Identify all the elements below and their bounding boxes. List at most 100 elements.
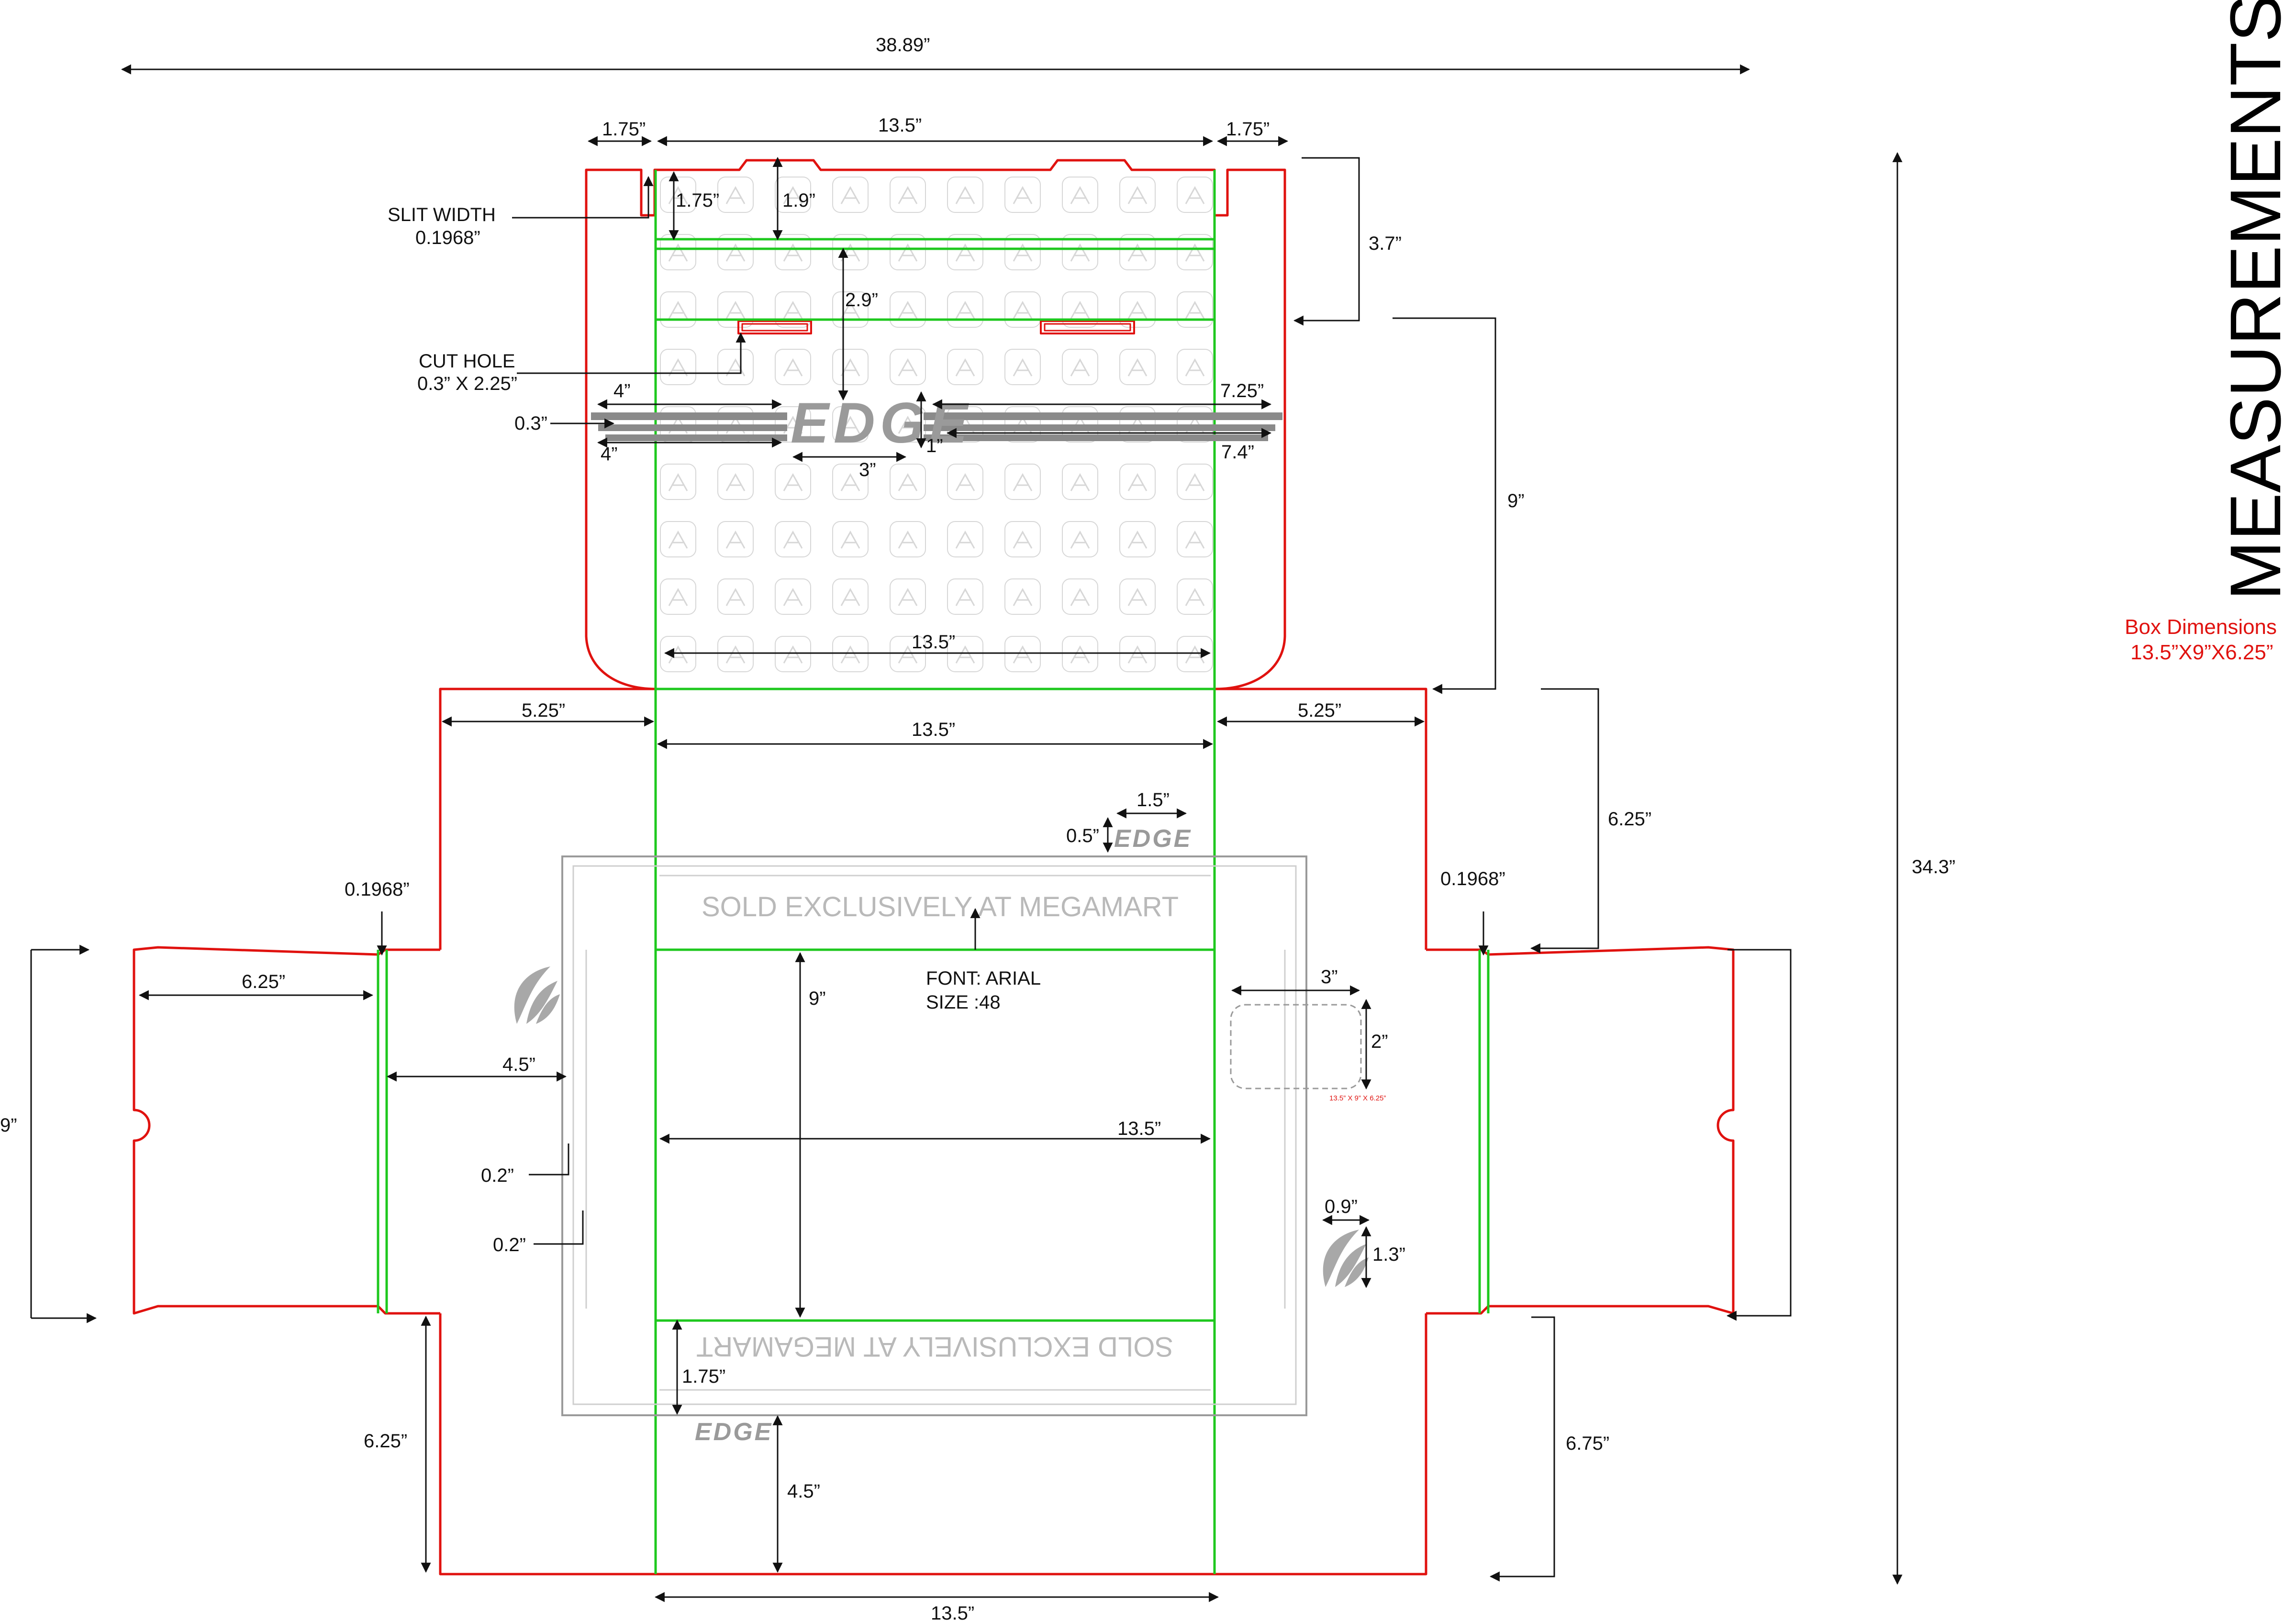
dim-logo-height: 1”	[926, 435, 943, 456]
pattern-icon	[1120, 751, 1155, 787]
dim-base-height: 9”	[809, 988, 826, 1009]
dim-front-height-left: 6.25”	[364, 1431, 407, 1452]
pattern-icon	[889, 348, 926, 386]
pattern-icon	[774, 521, 812, 558]
pattern-icon	[890, 751, 925, 787]
label-placeholder	[1230, 1004, 1362, 1089]
dimension-lines	[121, 64, 1903, 1602]
pattern-icon	[889, 578, 926, 615]
dim-label-height: 2”	[1371, 1031, 1388, 1052]
pattern-icon	[1004, 463, 1041, 500]
bottom-banner-text: SOLD EXCLUSIVELY AT MEGAMART	[696, 1331, 1173, 1362]
pattern-icon	[947, 291, 984, 328]
dim-label-width: 3”	[1321, 966, 1338, 988]
pattern-icon	[774, 578, 812, 615]
pattern-icon	[1119, 463, 1156, 500]
pattern-icon	[832, 578, 869, 615]
left-end-flap	[133, 946, 440, 1315]
pattern-icon	[1004, 176, 1041, 213]
leaf-icon-right	[1323, 1230, 1369, 1287]
pattern-icon	[832, 521, 869, 558]
dim-top-center: 13.5”	[878, 115, 922, 136]
dim-front-small: 1.75”	[682, 1366, 725, 1387]
pattern-icon	[1061, 521, 1099, 558]
label-caption: 13.5” X 9” X 6.25”	[1329, 1094, 1386, 1102]
dim-icon-height: 1.3”	[1372, 1244, 1405, 1265]
dim-small-logo-width: 1.5”	[1137, 789, 1170, 810]
lid-brand-logo: EDGE	[791, 391, 972, 455]
dim-front-lower: 4.5”	[787, 1481, 820, 1502]
pattern-icon	[774, 635, 812, 673]
right-end-flap	[1426, 946, 1735, 1315]
dim-left-stripe-bottom: 4”	[601, 444, 618, 465]
pattern-icon	[1004, 348, 1041, 386]
pattern-icon	[1176, 578, 1214, 615]
pattern-icon	[660, 694, 696, 729]
pattern-icon	[1062, 751, 1098, 787]
dim-gap-a: 0.2”	[481, 1165, 514, 1186]
pattern-icon	[718, 751, 753, 787]
dim-overall-height: 34.3”	[1912, 856, 1955, 877]
dim-bottom-width: 13.5”	[931, 1603, 974, 1621]
dim-tuck-depth: 1.75”	[676, 190, 719, 211]
pattern-icon	[717, 578, 754, 615]
dim-left-end-flap: 6.25”	[242, 971, 285, 992]
dim-front-height-right: 6.75”	[1566, 1433, 1609, 1454]
pattern-icon	[947, 578, 984, 615]
dim-overall-width: 38.89”	[876, 34, 930, 56]
pattern-icon	[889, 176, 926, 213]
fold-lines	[377, 170, 1490, 1574]
dim-lid-to-slot: 2.9”	[845, 289, 878, 311]
slit-width-title: SLIT WIDTH	[388, 204, 496, 225]
dim-right-stripe-top: 7.25”	[1220, 380, 1264, 401]
pattern-icon	[1004, 521, 1041, 558]
pattern-icon	[1061, 348, 1099, 386]
lid-outline	[585, 159, 1286, 690]
slit-width-value: 0.1968”	[415, 227, 480, 248]
dimension-labels: 38.89” 1.75” 13.5” 1.75” 1.75” 1.9” 3.7”…	[0, 34, 1955, 1621]
leader-lines	[30, 157, 1792, 1582]
dim-lid-flap: 3.7”	[1369, 233, 1402, 254]
dim-back-height: 6.25”	[1608, 809, 1651, 830]
pattern-icon	[947, 176, 984, 213]
pattern-icon	[1119, 176, 1156, 213]
pattern-icon	[889, 291, 926, 328]
pattern-icon	[1004, 291, 1041, 328]
dim-logo-width: 3”	[859, 459, 876, 480]
pattern-icon	[947, 463, 984, 500]
dim-inner-flap: 4.5”	[502, 1054, 535, 1075]
cut-hole-value: 0.3” X 2.25”	[417, 373, 517, 394]
pattern-icon	[1176, 521, 1214, 558]
pattern-icon	[947, 521, 984, 558]
pattern-icon	[1005, 751, 1040, 787]
front-panel-outline	[439, 1313, 1427, 1576]
dim-icon-width: 0.9”	[1325, 1196, 1358, 1217]
pattern-icon	[1004, 578, 1041, 615]
dim-left-stripe-top: 4”	[613, 380, 631, 401]
pattern-icon	[717, 176, 754, 213]
back-and-side-flaps	[439, 688, 1427, 950]
leaf-icon-left	[514, 966, 560, 1024]
pattern-icon	[1177, 694, 1213, 729]
pattern-icon	[1176, 348, 1214, 386]
pattern-icon	[1177, 751, 1213, 787]
pattern-icon	[660, 751, 696, 787]
pattern-icon	[1061, 635, 1099, 673]
pattern-icon	[1176, 635, 1214, 673]
box-dimensions-value: 13.5”X9”X6.25”	[2130, 641, 2273, 664]
pattern-icon	[659, 291, 697, 328]
dim-left-slit: 0.1968”	[345, 879, 410, 900]
pattern-icon	[832, 635, 869, 673]
pattern-icon	[1176, 176, 1214, 213]
pattern-icon	[1119, 635, 1156, 673]
dim-tuck-depth2: 1.9”	[782, 190, 815, 211]
pattern-icon	[889, 521, 926, 558]
dim-left-side-height: 9”	[0, 1115, 17, 1136]
pattern-icon	[1061, 578, 1099, 615]
dim-stripe-gap: 0.3”	[514, 413, 547, 434]
pattern-icon	[832, 176, 869, 213]
dim-lid-bottom-width: 13.5”	[912, 632, 955, 653]
pattern-icon	[774, 463, 812, 500]
pattern-icon	[1062, 694, 1098, 729]
dim-gap-b: 0.2”	[493, 1234, 526, 1255]
